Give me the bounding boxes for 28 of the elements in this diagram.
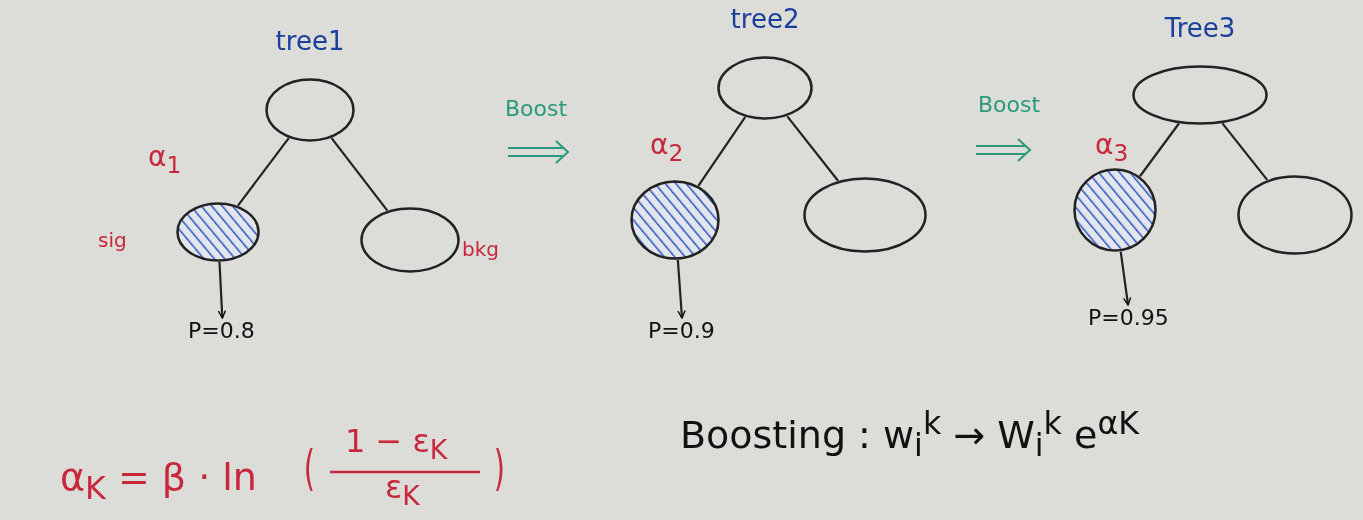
boost-label: Boost [505,96,568,121]
boost-label: Boost [978,92,1041,117]
class-label: bkg [462,237,499,261]
arrow [1119,251,1132,306]
edge-label: α$_{3}$ [1095,128,1129,167]
numerator: 1 − ε$_{K}$ [345,422,448,466]
edge-label: α$_{1}$ [148,140,182,179]
tree-title: Tree3 [1164,13,1236,43]
class-label: sig [98,228,127,252]
boosting-formula: Boosting : w$_{i}$$^{k}$ → W$_{i}$$^{k}$ e$^{αK}$ [680,405,1140,464]
tree-branch [1139,122,1180,177]
arrow [676,259,686,319]
tree-branch [697,116,747,187]
probability-label: P=0.95 [1088,305,1169,330]
parenthesis: ( [303,440,315,496]
parenthesis: ) [493,440,505,496]
tree-branch [237,137,290,207]
denominator: ε$_{K}$ [385,468,420,512]
arrow [217,261,227,319]
probability-label: P=0.8 [188,318,255,343]
tree-branch [786,115,839,182]
tree-branch [330,137,389,212]
edge-label: α$_{2}$ [650,128,684,167]
probability-label: P=0.9 [648,318,715,343]
tree-branch [1221,122,1269,181]
tree-title: tree2 [730,4,800,34]
formula: α$_{K}$ = β · ln [60,455,257,506]
tree-title: tree1 [275,26,345,56]
